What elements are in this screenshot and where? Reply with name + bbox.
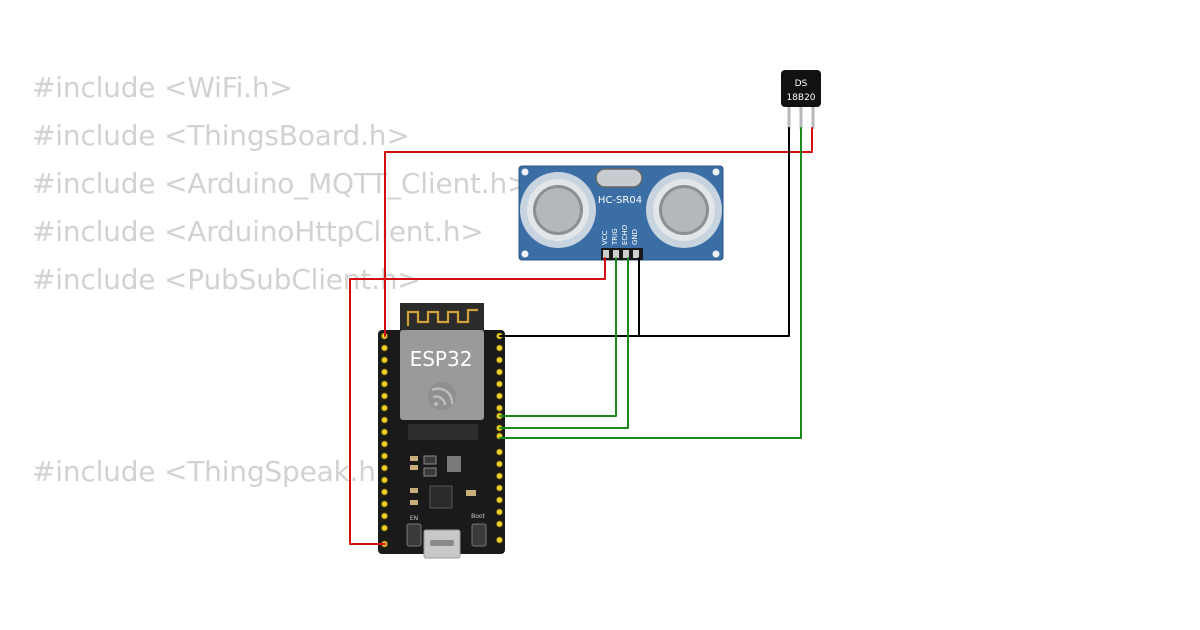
code-line-wifi: #include <WiFi.h> (32, 71, 293, 104)
boot-button[interactable] (471, 523, 487, 547)
wire-gnd-hcsr04 (499, 257, 640, 337)
ds18b20-sensor[interactable]: DS 18B20 (781, 70, 821, 129)
right-transducer (646, 172, 722, 248)
esp32-left-pins (381, 332, 388, 548)
wire-echo (499, 257, 629, 429)
code-line-thingsboard: #include <ThingsBoard.h> (32, 119, 410, 152)
code-line-mqtt-client: #include <Arduino_MQTT_Client.h> (32, 167, 531, 200)
wire-gnd-ds18b20 (638, 127, 790, 337)
en-button[interactable] (406, 523, 422, 547)
pin-label-trig: TRIG (611, 228, 619, 246)
en-label: EN (410, 515, 418, 522)
code-line-http-client: #include <ArduinoHttpClient.h> (32, 215, 484, 248)
boot-label: Boot (471, 513, 485, 520)
ds18b20-label-line1: DS (795, 79, 808, 89)
hcsr04-sensor[interactable]: HC-SR04 VCC TRIG ECHO GND (518, 165, 724, 261)
wire-trig (499, 257, 617, 417)
wire-ds18b20-data (499, 127, 802, 439)
pin-label-gnd: GND (631, 229, 639, 245)
pin-label-echo: ECHO (621, 224, 629, 245)
ds18b20-label-line2: 18B20 (786, 93, 815, 103)
hcsr04-label: HC-SR04 (598, 195, 642, 206)
wire-vcc-hcsr04 (349, 257, 606, 545)
espressif-logo-icon (428, 382, 456, 410)
esp32-label: ESP32 (410, 347, 473, 371)
esp32-board[interactable]: ESP32 Boot EN (378, 303, 505, 559)
pin-label-vcc: VCC (601, 230, 609, 245)
wire-vcc-ds18b20 (384, 127, 813, 337)
code-line-thingspeak: #include <ThingSpeak.h> (32, 455, 400, 488)
left-transducer (520, 172, 596, 248)
